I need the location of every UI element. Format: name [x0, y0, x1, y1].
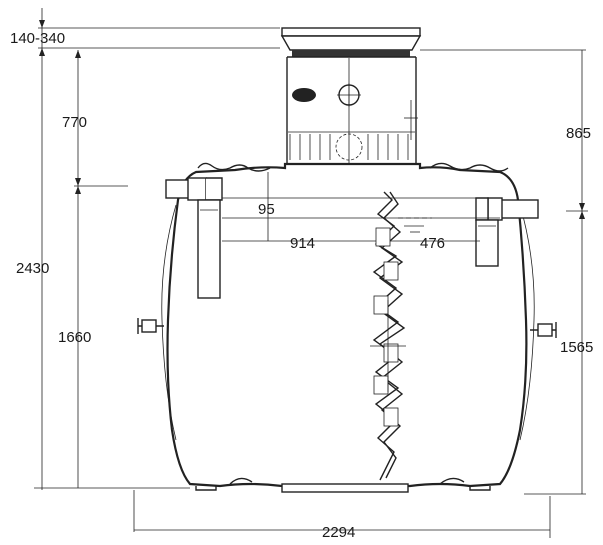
- central-baffle: [370, 191, 406, 481]
- dim-right-upper: 865: [566, 125, 591, 142]
- dim-baffle-to-outlet: 476: [420, 235, 445, 252]
- internal-lines: [222, 172, 500, 242]
- dim-total-width: 2294: [322, 524, 355, 541]
- dim-right-lower: 1565: [560, 339, 593, 356]
- inlet-pipe: [165, 177, 223, 299]
- dim-total-height: 2430: [16, 260, 49, 277]
- right-dimension-lines: [420, 49, 588, 495]
- dim-lower-height: 1660: [58, 329, 91, 346]
- outlet-pipe: [475, 197, 539, 267]
- left-dimension-lines: [34, 8, 280, 490]
- access-riser: [280, 27, 422, 182]
- side-valve-right: [530, 322, 557, 338]
- dim-neck-range: 140-340: [10, 30, 65, 47]
- side-valve-left: [137, 318, 164, 334]
- bottom-dimension-line: [133, 490, 551, 538]
- dim-left-to-baffle: 914: [290, 235, 315, 252]
- dim-inlet-offset: 95: [258, 201, 275, 218]
- dim-top-height: 770: [62, 114, 87, 131]
